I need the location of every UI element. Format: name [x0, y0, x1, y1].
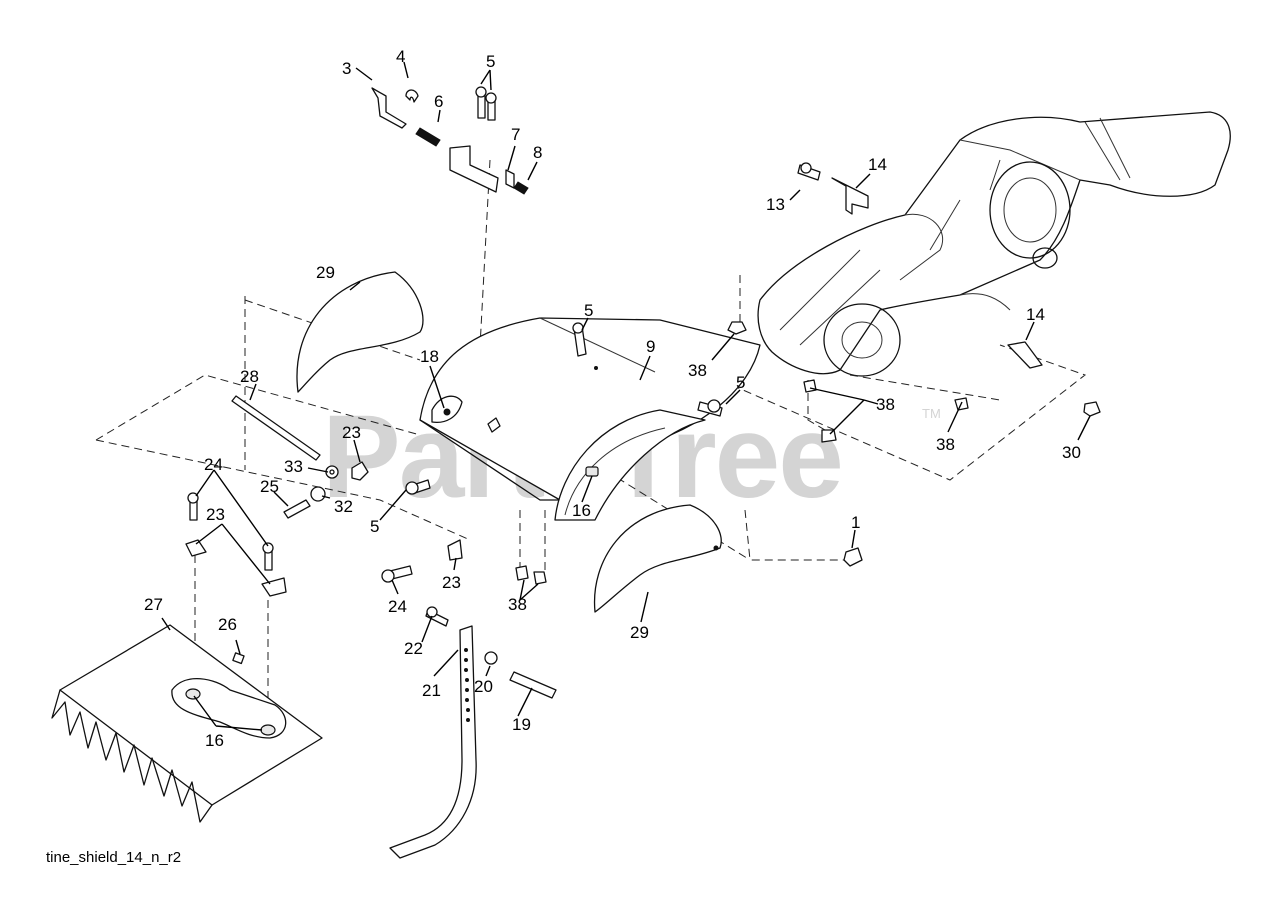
callout-38: 38 [876, 395, 895, 414]
callout-23: 23 [206, 505, 225, 524]
callout-23: 23 [342, 423, 361, 442]
callout-numbers: 3 4 5 6 7 8 14 13 14 9 5 5 38 38 38 30 1… [144, 47, 1081, 750]
callout-9: 9 [646, 337, 655, 356]
tine-shield-part-9 [419, 317, 761, 501]
tine-shield-flap-part-27 [51, 624, 323, 823]
callout-3: 3 [342, 59, 351, 78]
callout-5: 5 [736, 373, 745, 392]
callout-7: 7 [511, 125, 520, 144]
callout-4: 4 [396, 47, 405, 66]
callout-30: 30 [1062, 443, 1081, 462]
pin-rod-part-28 [231, 395, 321, 461]
callout-24: 24 [204, 455, 223, 474]
callout-27: 27 [144, 595, 163, 614]
callout-28: 28 [240, 367, 259, 386]
callout-5: 5 [584, 301, 593, 320]
callout-14: 14 [868, 155, 887, 174]
callout-13: 13 [766, 195, 785, 214]
depth-stake-part-21 [389, 625, 477, 859]
callout-32: 32 [334, 497, 353, 516]
figure-filename: tine_shield_14_n_r2 [46, 849, 181, 866]
latch-assembly [371, 86, 529, 195]
callout-21: 21 [422, 681, 441, 700]
callout-20: 20 [474, 677, 493, 696]
callout-25: 25 [260, 477, 279, 496]
callout-6: 6 [434, 92, 443, 111]
callout-5: 5 [486, 52, 495, 71]
callout-19: 19 [512, 715, 531, 734]
side-shield-right-part-29 [593, 504, 722, 613]
callout-26: 26 [218, 615, 237, 634]
callout-24: 24 [388, 597, 407, 616]
callout-5: 5 [370, 517, 379, 536]
callout-38: 38 [688, 361, 707, 380]
tiller-frame-transmission [757, 111, 1231, 377]
watermark-trademark: TM [922, 406, 941, 421]
callout-38: 38 [508, 595, 527, 614]
callout-29: 29 [630, 623, 649, 642]
callout-38: 38 [936, 435, 955, 454]
callout-29: 29 [316, 263, 335, 282]
callout-18: 18 [420, 347, 439, 366]
callout-14: 14 [1026, 305, 1045, 324]
callout-leader-lines [161, 61, 1091, 731]
callout-8: 8 [533, 143, 542, 162]
callout-22: 22 [404, 639, 423, 658]
callout-16: 16 [572, 501, 591, 520]
rubber-flap-part-16 [554, 409, 706, 521]
callout-16: 16 [205, 731, 224, 750]
callout-23: 23 [442, 573, 461, 592]
callout-1: 1 [851, 513, 860, 532]
side-shield-left-part-29 [296, 271, 424, 393]
callout-33: 33 [284, 457, 303, 476]
